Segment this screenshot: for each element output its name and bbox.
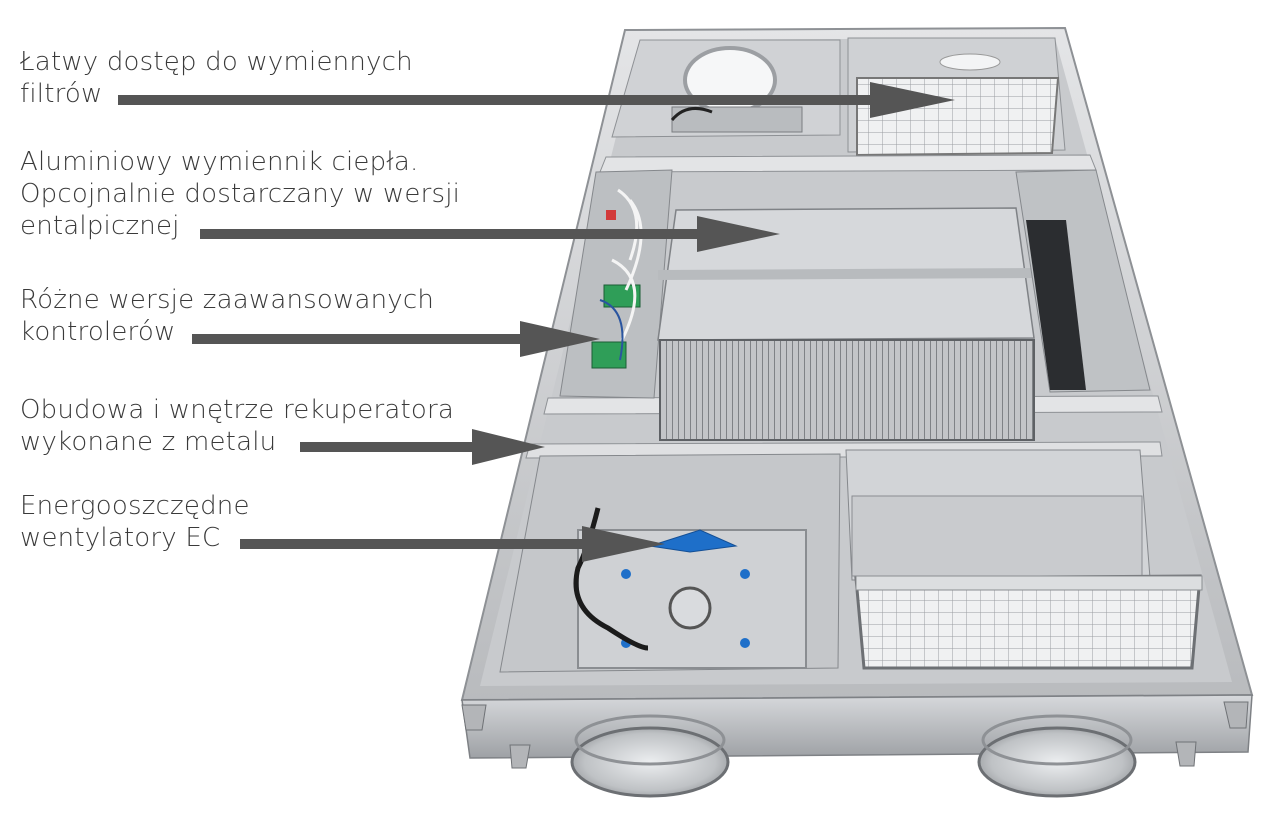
callout-heat-exchanger-line-1: Aluminiowy wymiennik ciepła. [20,147,419,177]
callout-heat-exchanger-line-2: Opcojnalnie dostarczany w wersji [20,179,461,209]
callout-controllers-line-2: kontrolerów [20,317,176,347]
mounting-bracket-left [461,704,487,731]
callout-fans-line-1: Energooszczędne [20,491,250,521]
callout-heat-exchanger: Aluminiowy wymiennik ciepła. Opcojnalnie… [20,146,460,242]
callout-filters-line-1: Łatwy dostęp do wymiennych [20,47,413,77]
callout-housing: Obudowa i wnętrze rekuperatora wykonane … [20,394,454,458]
arrow-controllers [192,321,600,357]
arrow-filters [118,82,955,118]
callout-heat-exchanger-line-3: entalpicznej [20,211,180,241]
callout-filters-line-2: filtrów [20,79,103,109]
fan-motor [668,586,712,630]
controller-board-1 [603,284,641,308]
heat-exchanger-fins [659,339,1035,441]
callout-filters: Łatwy dostęp do wymiennych filtrów [20,46,413,110]
callout-housing-line-1: Obudowa i wnętrze rekuperatora [20,395,455,425]
duct-left [570,726,730,798]
callout-controllers-line-1: Różne wersje zaawansowanych [20,285,435,315]
callout-controllers: Różne wersje zaawansowanych kontrolerów [20,284,434,348]
cable-plate [671,106,803,133]
arrow-housing [300,429,545,465]
callout-fans-line-2: wentylatory EC [20,523,221,553]
callout-housing-line-2: wykonane z metalu [20,427,277,457]
mounting-bracket-right [1223,701,1249,729]
arrow-heat-exchanger [200,216,780,252]
arrow-fans [240,526,665,562]
duct-right [977,726,1137,798]
callout-fans: Energooszczędne wentylatory EC [20,490,250,554]
fan-blue-part [649,529,738,553]
